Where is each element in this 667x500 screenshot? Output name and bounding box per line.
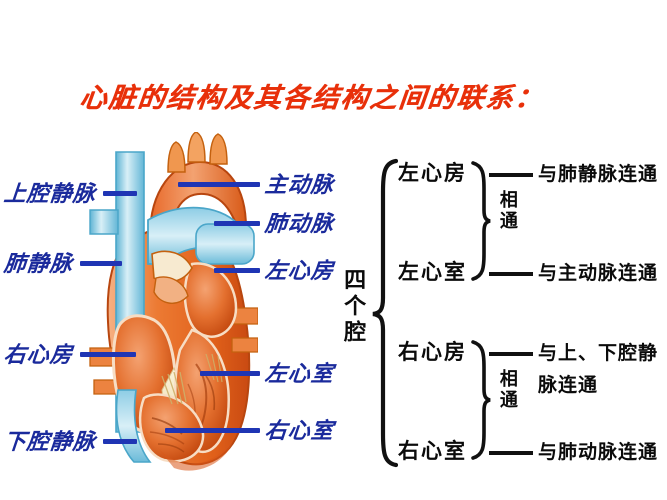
label-right-atrium: 右心房 (2, 343, 74, 368)
leader-line-left-atrium (214, 268, 260, 273)
connector-line-left-ventricle (489, 272, 533, 276)
connection-left-atrium: 与肺静脉连通 (538, 163, 659, 185)
label-superior-vena-cava: 上腔静脉 (2, 182, 97, 207)
right-group-brace (470, 339, 492, 461)
leader-line-superior-vena-cava (103, 191, 137, 196)
leader-line-aorta (178, 182, 260, 187)
connection-right-atrium-line1: 与上、下腔静 (538, 342, 659, 364)
connection-right-atrium-line2: 脉连通 (538, 374, 599, 396)
label-left-ventricle: 左心室 (263, 362, 335, 387)
right-group-connector-label: 相通 (496, 369, 518, 411)
leader-line-pulmonary-artery (214, 221, 260, 226)
left-group-connector-label: 相通 (496, 190, 518, 232)
leader-line-right-atrium (80, 352, 136, 357)
label-aorta: 主动脉 (263, 173, 335, 198)
heart-anatomy-illustration (88, 132, 258, 474)
label-inferior-vena-cava: 下腔静脉 (2, 430, 97, 455)
schematic-right-ventricle: 右心室 (398, 438, 467, 463)
label-right-ventricle: 右心室 (263, 419, 335, 444)
label-pulmonary-vein: 肺静脉 (2, 252, 74, 277)
schematic-left-atrium: 左心房 (398, 160, 467, 185)
leader-line-inferior-vena-cava (103, 439, 137, 444)
connector-line-right-ventricle (489, 451, 533, 455)
leader-line-right-ventricle (165, 428, 260, 433)
label-left-atrium: 左心房 (263, 259, 335, 284)
schematic-left-ventricle: 左心室 (398, 259, 467, 284)
left-group-brace (470, 160, 492, 282)
connection-left-ventricle: 与主动脉连通 (538, 262, 659, 284)
schematic-right-atrium: 右心房 (398, 339, 467, 364)
connection-right-ventricle: 与肺动脉连通 (538, 441, 659, 463)
leader-line-pulmonary-vein (80, 261, 122, 266)
main-brace (370, 158, 398, 468)
connector-line-left-atrium (489, 173, 533, 177)
connector-line-right-atrium (489, 352, 533, 356)
leader-line-left-ventricle (200, 371, 260, 376)
schematic-group-label: 四个腔 (340, 268, 367, 346)
page-title: 心脏的结构及其各结构之间的联系： (78, 83, 546, 114)
label-pulmonary-artery: 肺动脉 (263, 212, 335, 237)
